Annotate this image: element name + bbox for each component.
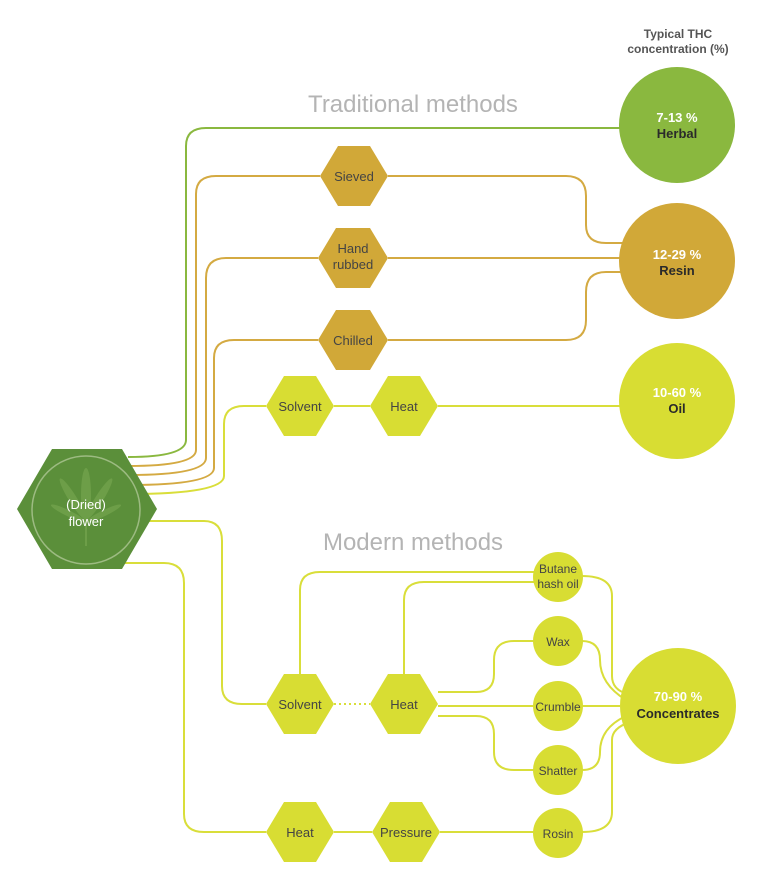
- hand-rubbed-label-2: rubbed: [333, 257, 373, 272]
- rosin-label: Rosin: [543, 827, 574, 841]
- line-flower-to-chilled: [127, 339, 318, 486]
- modern-solvent-label: Solvent: [278, 697, 322, 712]
- dried-flower-node: (Dried) flower: [17, 449, 157, 569]
- connector-lines: [124, 127, 631, 833]
- hex-modern-heat: Heat: [370, 674, 438, 734]
- product-wax: Wax: [533, 616, 583, 666]
- product-butane-hash-oil: Butane hash oil: [533, 552, 583, 602]
- line-flower-to-modern-solvent: [146, 520, 266, 705]
- hex-chilled: Chilled: [318, 310, 388, 370]
- hex-hand-rubbed: Hand rubbed: [318, 228, 388, 288]
- line-shatter-to-concentrates: [581, 715, 627, 771]
- line-sieved-to-resin: [388, 175, 628, 244]
- hand-rubbed-label-1: Hand: [337, 241, 368, 256]
- line-wax-to-concentrates: [581, 640, 627, 701]
- sieved-label: Sieved: [334, 169, 374, 184]
- bottom-heat-label: Heat: [286, 825, 314, 840]
- header-line-1: Typical THC: [644, 27, 713, 41]
- hex-bottom-heat: Heat: [266, 802, 334, 862]
- outcome-resin: 12-29 % Resin: [619, 203, 735, 319]
- oil-pct: 10-60 %: [653, 385, 702, 400]
- cannabis-leaf-icon: [50, 468, 122, 546]
- modern-heat-label: Heat: [390, 697, 418, 712]
- line-heat-to-shatter: [438, 715, 534, 771]
- line-flower-to-hand-rubbed: [127, 257, 318, 476]
- hex-sieved: Sieved: [320, 146, 388, 206]
- butane-label-2: hash oil: [537, 577, 578, 591]
- line-rosin-to-concentrates: [581, 721, 631, 833]
- line-heat-to-butane: [403, 581, 534, 678]
- product-crumble: Crumble: [533, 681, 583, 731]
- hex-traditional-solvent: Solvent: [266, 376, 334, 436]
- resin-pct: 12-29 %: [653, 247, 702, 262]
- line-flower-to-sieved: [127, 175, 320, 467]
- crumble-label: Crumble: [535, 700, 581, 714]
- herbal-pct: 7-13 %: [656, 110, 698, 125]
- flower-label-line-1: (Dried): [66, 497, 106, 512]
- hex-modern-solvent: Solvent: [266, 674, 334, 734]
- concentrates-pct: 70-90 %: [654, 689, 703, 704]
- line-chilled-to-resin: [388, 271, 628, 341]
- line-flower-to-herbal: [127, 127, 622, 458]
- section-title-modern: Modern methods: [323, 529, 503, 556]
- line-butane-to-concentrates: [581, 575, 629, 695]
- outcome-oil: 10-60 % Oil: [619, 343, 735, 459]
- outcome-herbal: 7-13 % Herbal: [619, 67, 735, 183]
- herbal-name: Herbal: [657, 126, 697, 141]
- hex-traditional-heat: Heat: [370, 376, 438, 436]
- traditional-solvent-label: Solvent: [278, 399, 322, 414]
- chilled-label: Chilled: [333, 333, 373, 348]
- oil-name: Oil: [668, 401, 685, 416]
- line-flower-to-solvent: [127, 405, 266, 495]
- line-flower-to-bottom-heat: [124, 562, 266, 833]
- header-line-2: concentration (%): [627, 42, 728, 56]
- outcome-concentrates: 70-90 % Concentrates: [620, 648, 736, 764]
- product-rosin: Rosin: [533, 808, 583, 858]
- line-heat-to-wax: [438, 640, 534, 693]
- wax-label: Wax: [546, 635, 570, 649]
- line-solvent-to-butane: [299, 571, 534, 678]
- hex-pressure: Pressure: [372, 802, 440, 862]
- concentrates-name: Concentrates: [636, 706, 719, 721]
- butane-label-1: Butane: [539, 562, 577, 576]
- shatter-label: Shatter: [539, 764, 578, 778]
- product-shatter: Shatter: [533, 745, 583, 795]
- resin-name: Resin: [659, 263, 694, 278]
- traditional-heat-label: Heat: [390, 399, 418, 414]
- flower-label-line-2: flower: [69, 514, 104, 529]
- section-title-traditional: Traditional methods: [308, 91, 518, 118]
- pressure-label: Pressure: [380, 825, 432, 840]
